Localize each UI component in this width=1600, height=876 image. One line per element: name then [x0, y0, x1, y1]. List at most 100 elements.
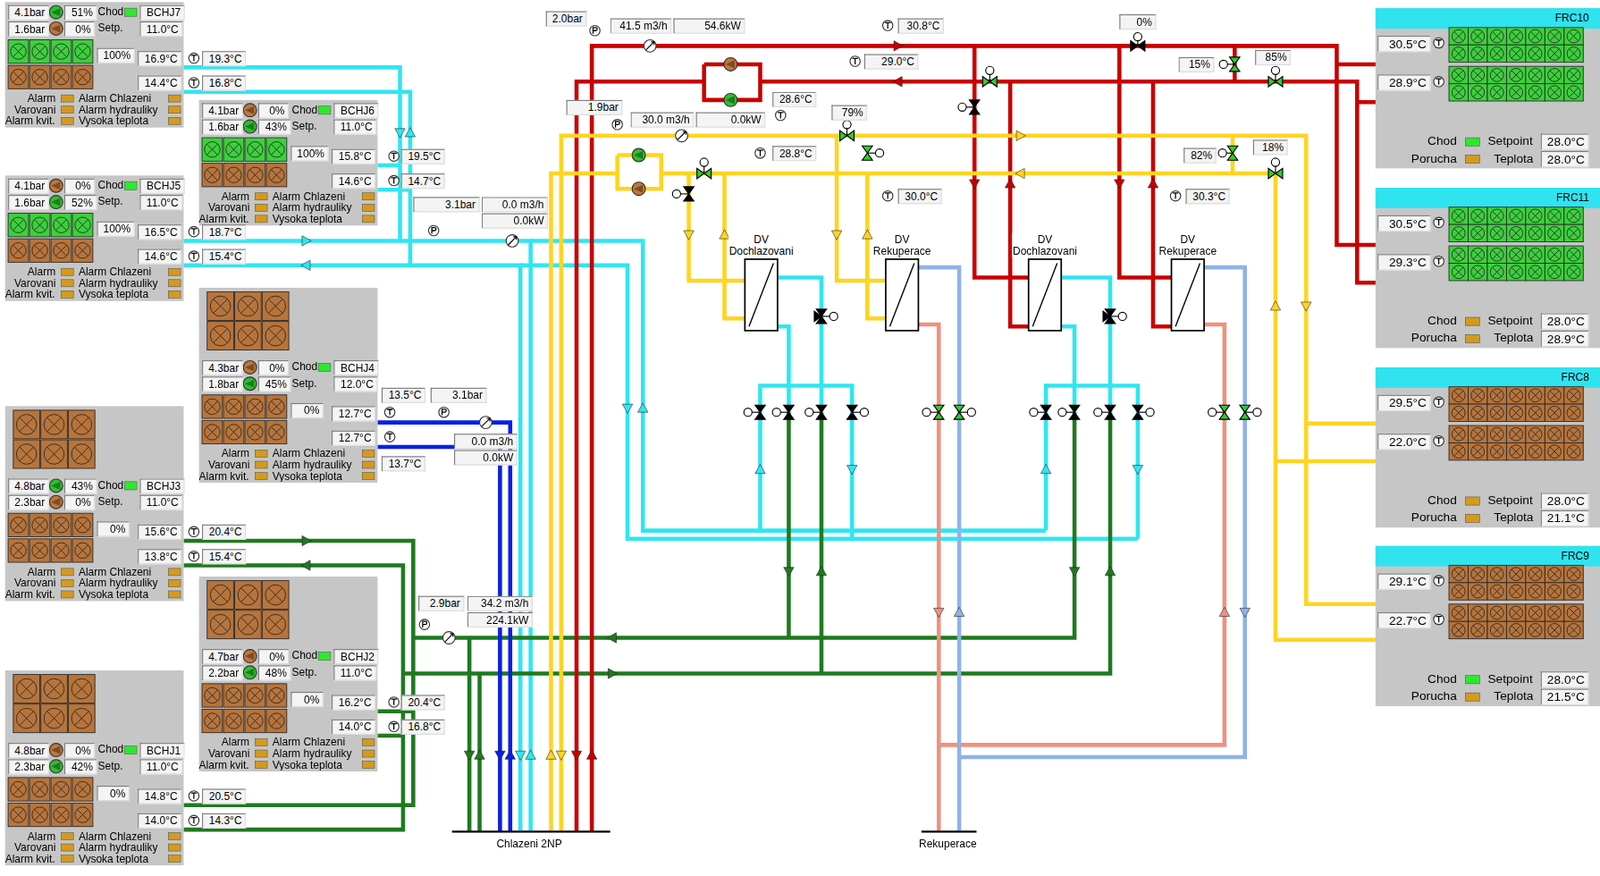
fan-ring [1548, 606, 1562, 620]
temperature-sensor [188, 815, 199, 826]
valve-actuator [1058, 408, 1067, 417]
fan-ring [1528, 445, 1542, 459]
status-indicator [1465, 496, 1480, 506]
fan-blades [1473, 87, 1483, 97]
fan-blades [249, 169, 261, 181]
fan-cell [1525, 263, 1545, 281]
fan-ring [1471, 247, 1485, 262]
reading-value: 4.7bar [202, 648, 244, 665]
fan-ring [247, 713, 263, 729]
fault-indicator [1465, 513, 1480, 523]
fan-ring [226, 424, 242, 440]
alarm-indicator [254, 761, 268, 769]
fan-blades [213, 328, 228, 344]
alarm-indicator [362, 761, 375, 769]
fan-ring [269, 424, 285, 440]
reading-value: 3.1bar [430, 387, 488, 404]
valve-actuator [1145, 408, 1154, 417]
reading-value: 0% [96, 521, 130, 537]
fan-ring [1509, 445, 1524, 459]
temperature-sensor [1433, 575, 1444, 586]
reading-value: 14.0°C [331, 719, 376, 735]
alarm-indicator [254, 749, 268, 758]
status-label: Alarm [221, 447, 250, 460]
fan-blades [33, 783, 45, 795]
flow-arrow [546, 749, 556, 759]
fan-ring [10, 243, 26, 259]
flow-meter [442, 631, 455, 645]
reading-value: 4.8bar [8, 742, 50, 758]
reading-value: 19.5°C [401, 149, 446, 165]
fan-blades [249, 401, 261, 413]
fan-cell [1487, 66, 1507, 84]
pressure-sensor [419, 619, 430, 630]
fan-ring [1451, 584, 1466, 598]
fan-ring [1451, 209, 1466, 223]
alarm-indicator [60, 855, 74, 863]
reading-value: 13.5°C [381, 387, 426, 404]
fan-ring [1471, 606, 1485, 620]
exchanger-body [744, 259, 778, 331]
status-label: Vysoka teplota [272, 758, 343, 771]
fan-cell [1487, 263, 1507, 281]
fan-ring [10, 217, 26, 233]
flow-arrow [1069, 567, 1079, 577]
fan-ring [1451, 226, 1466, 240]
fan-cell [72, 802, 93, 826]
fan-cell [202, 137, 223, 161]
fan-cell [1487, 442, 1507, 460]
fan-blades [1530, 625, 1540, 635]
sensor-glyph [884, 193, 891, 200]
status-label: Teplota [1493, 510, 1533, 525]
fan-ring [1528, 247, 1542, 262]
fan-blades [1549, 31, 1559, 41]
reading-value: 29.0°C [864, 54, 919, 70]
unit-panel: 4.8bar43%ChodBCHJ32.3bar0%Setp.11.0°C0%1… [5, 405, 185, 601]
fan-blades [1511, 31, 1521, 41]
status-label: Chod [1427, 312, 1457, 328]
pump-impeller [50, 481, 60, 490]
fan-blades [1549, 87, 1559, 97]
temperature-sensor [188, 791, 199, 801]
fan-cell [50, 777, 72, 801]
fan-cell [1525, 207, 1545, 225]
flow-arrow [463, 750, 474, 760]
fan-ring [269, 687, 285, 703]
fan-cell [1564, 604, 1584, 622]
reading-value: 12.0°C [333, 376, 378, 392]
fan-ring [1566, 405, 1581, 420]
fan-ring [43, 678, 65, 699]
pump-symbol [49, 479, 63, 493]
fan-cell [1468, 245, 1488, 263]
fan-ring [1566, 427, 1581, 441]
fan-cell [223, 708, 245, 733]
reading-value: 34.2 m3/h [467, 596, 533, 612]
fan-blades [1568, 586, 1578, 596]
status-indicator [1465, 137, 1480, 146]
flow-arrow [395, 128, 405, 138]
fan-cell [266, 163, 287, 187]
fan-blades [1492, 586, 1502, 596]
fan-ring [32, 542, 48, 558]
fan-ring [210, 584, 231, 606]
fan-blades [47, 446, 62, 462]
cooling-unit-panel: FRC929.1°C22.7°CChodSetpoint28.0°CPoruch… [1375, 546, 1600, 707]
fan-cell [1564, 404, 1584, 422]
fan-ring [1509, 85, 1524, 100]
reading-value: BCHJ5 [139, 178, 185, 194]
pipe [786, 412, 792, 638]
fan-ring [247, 398, 263, 414]
valve-symbol [683, 186, 694, 202]
reading-value: BCHJ7 [139, 5, 185, 21]
heat-exchanger: DV Dochlazovani [1008, 232, 1082, 331]
pressure-sensor [589, 25, 600, 36]
fan-cell [223, 163, 245, 187]
status-label: Setp. [291, 376, 317, 390]
fan-ring [1566, 445, 1581, 459]
flow-arrow [719, 229, 730, 239]
valve-symbol [1268, 168, 1283, 178]
status-label: Alarm kvit. [199, 213, 250, 226]
fan-ring [1566, 606, 1581, 620]
fan-blades [1454, 87, 1464, 97]
fan-blades [1511, 228, 1521, 238]
